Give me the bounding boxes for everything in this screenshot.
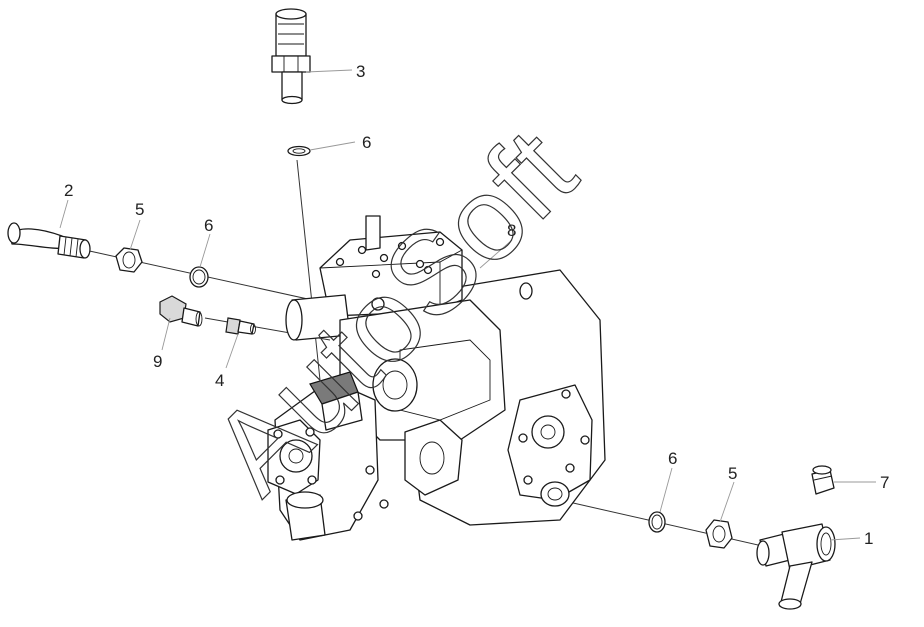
part-8-pump-body — [267, 215, 606, 541]
part-5-nut-left — [115, 247, 143, 273]
part-9-fitting — [159, 295, 203, 327]
part-6-washer-top — [287, 145, 311, 157]
part-5-nut-right — [705, 519, 733, 549]
callout-2: 2 — [64, 181, 73, 200]
callouts: 3 6 2 5 6 8 9 4 6 5 7 1 — [64, 62, 889, 548]
part-1-tee — [756, 523, 836, 610]
leader-lines — [59, 69, 876, 541]
callout-7: 7 — [880, 473, 889, 492]
callout-4: 4 — [215, 371, 224, 390]
part-4-nipple — [225, 317, 256, 335]
callout-3: 3 — [356, 62, 365, 81]
part-6-washer-left — [189, 266, 209, 288]
callout-6-top: 6 — [362, 133, 371, 152]
part-2-pipe — [7, 222, 91, 259]
callout-6-right: 6 — [668, 449, 677, 468]
callout-9: 9 — [153, 352, 162, 371]
part-7-plug — [811, 465, 835, 495]
part-3-fitting — [271, 8, 311, 105]
callout-5-left: 5 — [135, 200, 144, 219]
callout-5-right: 5 — [728, 464, 737, 483]
part-6-washer-right — [648, 511, 666, 533]
callout-6-left: 6 — [204, 216, 213, 235]
callout-8: 8 — [507, 221, 516, 240]
callout-1: 1 — [864, 529, 873, 548]
